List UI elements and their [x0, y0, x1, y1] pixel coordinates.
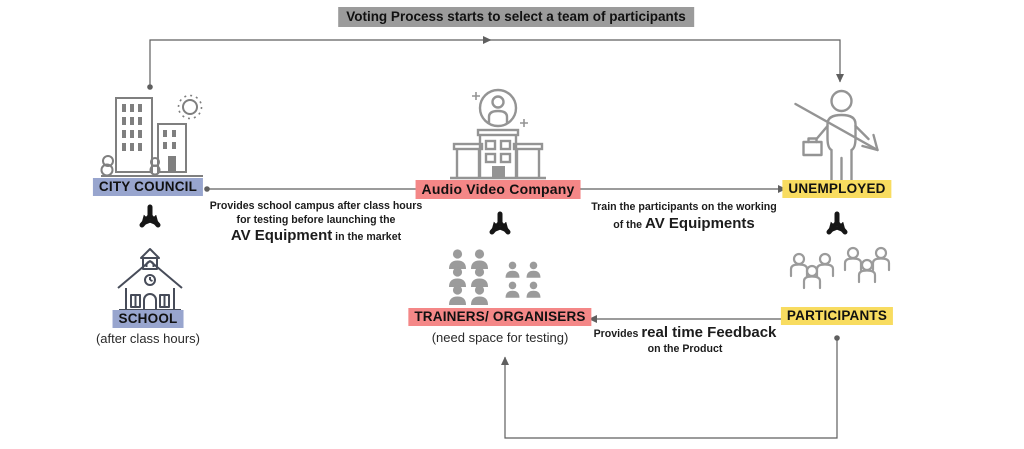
av-company-icon	[450, 88, 546, 180]
diagram-title: Voting Process starts to select a team o…	[338, 7, 694, 27]
trainers-node: TRAINERS/ ORGANISERS	[408, 308, 592, 326]
unemployed-node: UNEMPLOYED	[782, 180, 892, 198]
company-unemployed-caption: Train the participants on the working of…	[591, 201, 776, 234]
participants-icon	[789, 246, 891, 290]
city-council-icon	[100, 94, 203, 177]
av-company-label: Audio Video Company	[415, 180, 581, 199]
unemployed-icon	[794, 89, 879, 182]
av-company-node: Audio Video Company	[415, 180, 581, 199]
school-icon	[117, 248, 183, 311]
caption-line: Train the participants on the working	[591, 201, 777, 213]
caption-line: on the Product	[647, 343, 723, 355]
school-subtext: (after class hours)	[95, 331, 201, 346]
caption-line: Provides real time Feedback	[593, 324, 777, 341]
split-arrow-icon	[489, 211, 511, 235]
trainers-subtext: (need space for testing)	[431, 330, 569, 345]
split-arrow-icon	[139, 204, 161, 228]
participants-label: PARTICIPANTS	[780, 307, 894, 325]
caption-line: of the AV Equipments	[613, 214, 755, 232]
school-label: SCHOOL	[112, 310, 184, 328]
participants-node: PARTICIPANTS	[780, 307, 894, 325]
unemployed-label: UNEMPLOYED	[782, 180, 892, 198]
caption-line: AV Equipment in the market	[230, 227, 402, 244]
participants-trainers-caption: Provides real time Feedback on the Produ…	[594, 324, 777, 357]
trainers-icon	[449, 249, 541, 305]
council-company-caption: Provides school campus after class hours…	[210, 200, 423, 246]
school-node: SCHOOL	[112, 310, 184, 328]
city-council-node: CITY COUNCIL	[92, 178, 204, 196]
caption-line: Provides school campus after class hours	[209, 200, 423, 212]
city-council-label: CITY COUNCIL	[92, 178, 204, 196]
trainers-label: TRAINERS/ ORGANISERS	[408, 308, 592, 326]
split-arrow-icon	[826, 211, 848, 235]
caption-line: for testing before launching the	[236, 213, 396, 226]
